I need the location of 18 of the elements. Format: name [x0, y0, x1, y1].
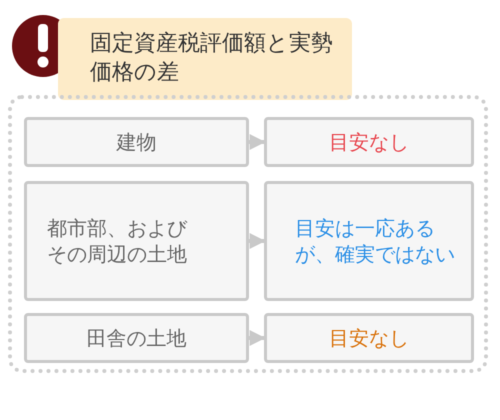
arrow	[249, 330, 266, 346]
arrow	[249, 134, 266, 150]
label-box	[264, 313, 474, 363]
node-text: 目安なし	[329, 325, 409, 351]
label-box	[264, 181, 474, 301]
label-box	[24, 181, 249, 301]
label-box	[264, 117, 474, 167]
node-text: 目安は一応あるが、確実ではない	[295, 215, 455, 267]
label-box	[24, 117, 249, 167]
node-text: 都市部、およびその周辺の土地	[47, 215, 187, 267]
group-frame	[8, 95, 488, 373]
arrow	[249, 233, 266, 249]
node-text: 建物	[116, 129, 156, 155]
node-text: 目安なし	[329, 129, 409, 155]
label-box	[24, 313, 249, 363]
node-text: 田舎の土地	[86, 325, 186, 351]
node-text: 固定資産税評価額と実勢価格の差	[90, 30, 334, 87]
title-box	[58, 18, 352, 100]
